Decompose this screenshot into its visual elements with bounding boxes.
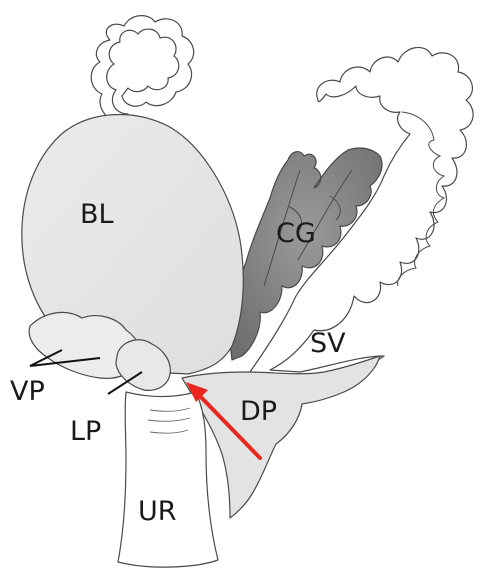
label-dp: DP [240,396,277,427]
label-vp: VP [10,376,45,407]
urethra [118,392,218,567]
label-lp: LP [70,416,101,447]
label-ur: UR [138,496,177,527]
dorsal-prostate [182,356,380,518]
label-cg: CG [276,218,316,249]
label-bl: BL [80,199,114,230]
label-sv: SV [310,328,346,359]
upper-squiggle-vessel [91,16,193,124]
